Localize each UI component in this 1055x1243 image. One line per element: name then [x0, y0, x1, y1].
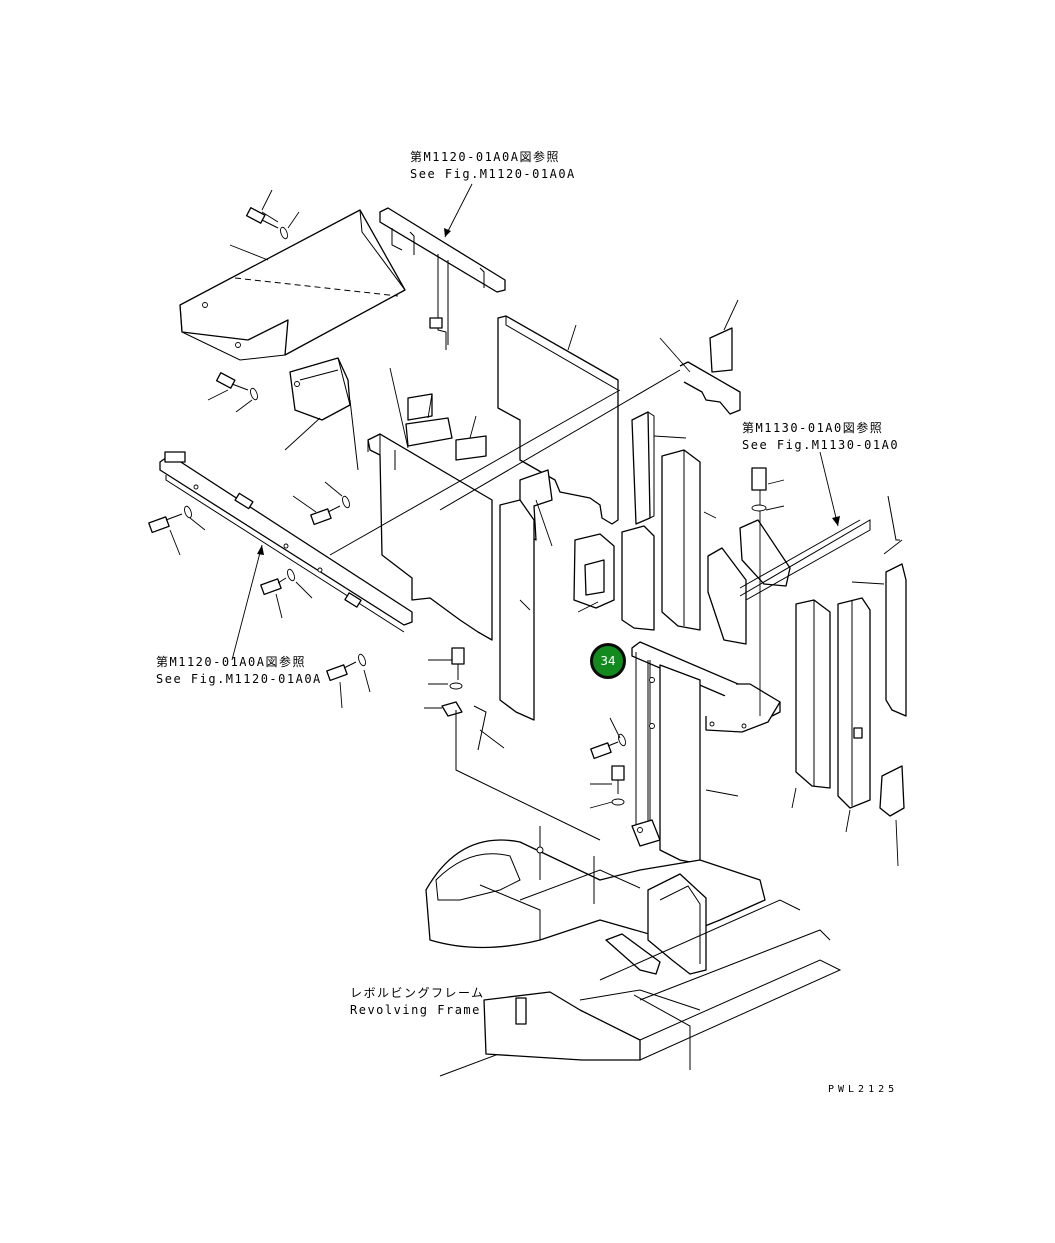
- ref-top-jp: 第M1120-01A0A図参照: [410, 150, 560, 164]
- guide-line-1: [329, 389, 621, 556]
- upper-cover-part: [179, 209, 406, 361]
- side-pad-1: [631, 411, 651, 525]
- pad-block-2: [455, 435, 487, 461]
- right-rail: [739, 519, 871, 644]
- pad-small-1: [407, 393, 433, 421]
- stepped-plate: [621, 525, 655, 631]
- cross-bar-bracket: [631, 641, 781, 733]
- bolt-center-1: [428, 647, 465, 690]
- ref-left-en: See Fig.M1120-01A0A: [156, 672, 322, 686]
- ref-top-en: See Fig.M1120-01A0A: [410, 167, 576, 181]
- vertical-post: [631, 652, 661, 847]
- base-frame: [439, 899, 842, 1077]
- center-bracket: [284, 357, 359, 471]
- bolt-rail-1: [148, 505, 206, 556]
- guide-line-2: [439, 369, 681, 511]
- pad-block-1: [405, 417, 453, 447]
- wedge-block: [709, 327, 733, 373]
- bolt-left-2: [207, 372, 258, 413]
- right-tall-pad-1: [795, 599, 831, 789]
- right-edge-panel: [885, 563, 907, 717]
- tall-panel: [497, 315, 619, 525]
- drawing-code: PWL2125: [828, 1084, 899, 1095]
- bolt-upper-1: [229, 189, 300, 261]
- side-pad-2: [661, 449, 701, 631]
- callout-34-marker[interactable]: 34: [590, 643, 626, 679]
- revolving-frame-jp: レボルビングフレーム: [350, 986, 485, 1000]
- bolt-left-3: [326, 653, 371, 709]
- h-block: [573, 533, 615, 613]
- clip-center: [424, 701, 601, 841]
- lower-bracket-u: [605, 873, 707, 975]
- right-tall-pad-2: [837, 597, 871, 809]
- top-bracket-rail: [379, 207, 506, 350]
- left-rail: [159, 451, 413, 633]
- ref-left-jp: 第M1120-01A0A図参照: [156, 655, 306, 669]
- ref-right-jp: 第M1130-01A0図参照: [742, 421, 884, 435]
- revolving-frame-en: Revolving Frame: [350, 1003, 481, 1017]
- bolt-rail-2: [260, 568, 313, 619]
- upper-right-bracket: [659, 337, 741, 415]
- ref-right-en: See Fig.M1130-01A0: [742, 438, 900, 452]
- bolt-mid-1: [292, 481, 350, 526]
- bolt-post-1: [590, 717, 626, 760]
- center-panel: [367, 367, 493, 641]
- bolt-post-2: [589, 765, 625, 809]
- right-small-pad: [879, 765, 905, 817]
- right-stand-bracket: [707, 467, 791, 716]
- middle-lower-bracket: [499, 469, 553, 721]
